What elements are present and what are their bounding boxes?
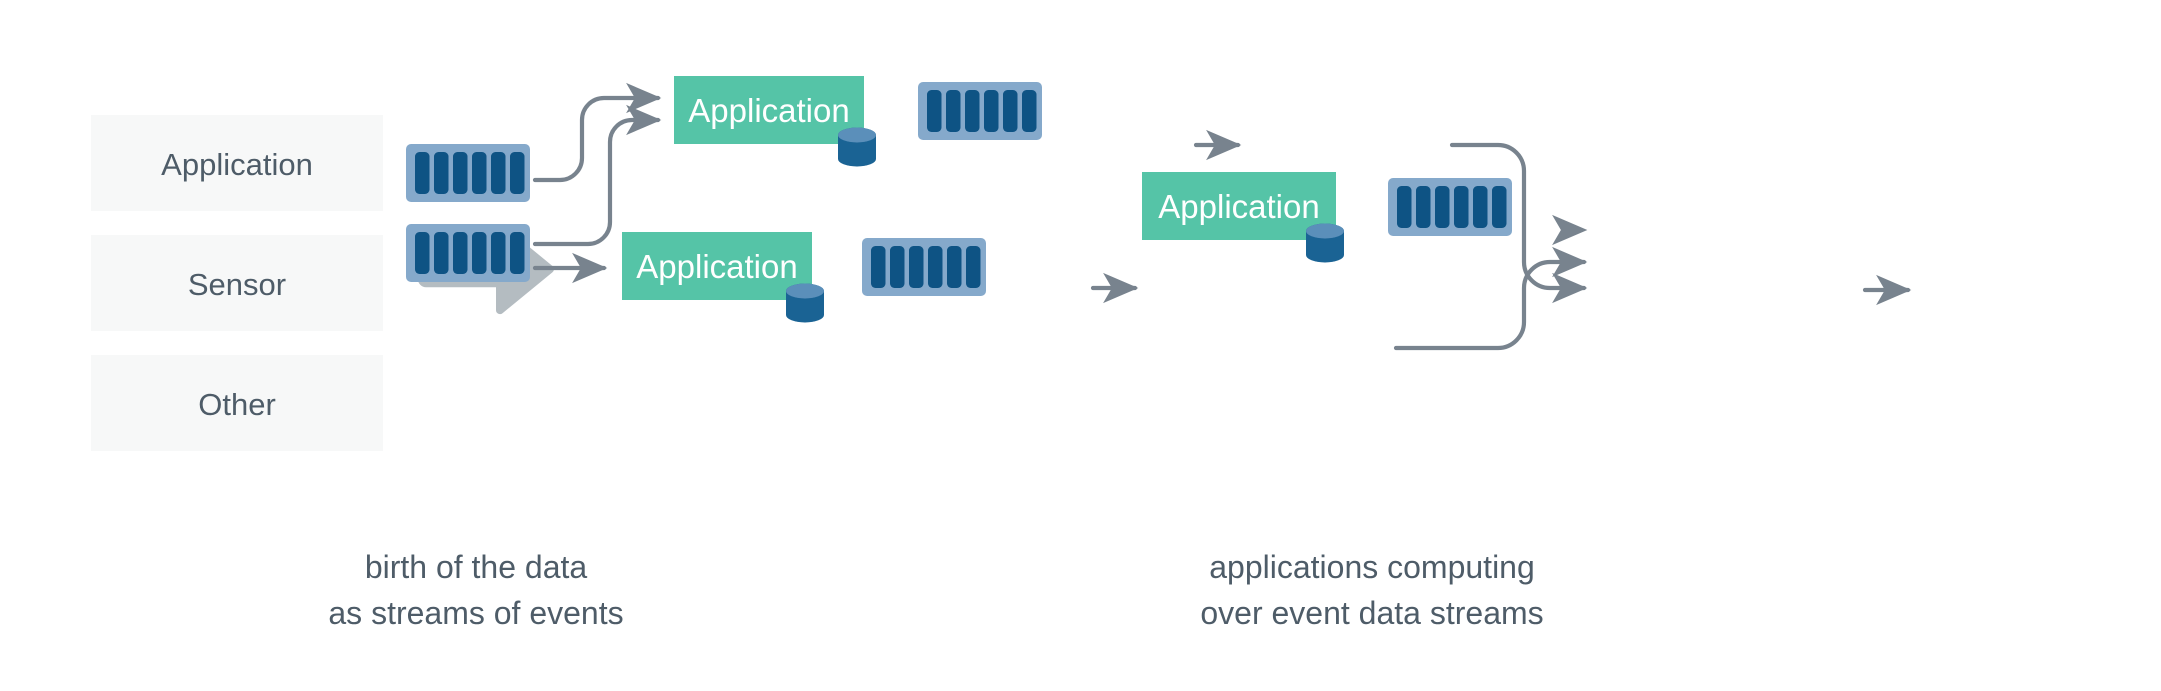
caption-right: applications computing over event data s… — [1200, 549, 1543, 631]
source-item-sensor[interactable]: Sensor — [91, 235, 383, 331]
application-top[interactable]: Application — [674, 76, 876, 167]
source-label-sensor: Sensor — [188, 267, 286, 302]
application-bottom[interactable]: Application — [622, 232, 824, 323]
connector-layer — [532, 82, 1912, 351]
stream-bar — [510, 232, 525, 274]
stream-bar — [966, 246, 981, 288]
stream-bar — [453, 152, 468, 194]
connector-source-top-to-app-top — [532, 82, 662, 183]
stream-bar — [472, 232, 487, 274]
source-label-application: Application — [161, 147, 313, 182]
stream-bar — [1492, 186, 1507, 228]
source-label-other: Other — [198, 387, 276, 422]
application-final[interactable]: Application — [1142, 172, 1344, 263]
stream-app2-output[interactable] — [862, 238, 986, 296]
stream-bar — [1003, 90, 1018, 132]
application-label: Application — [688, 92, 849, 129]
stream-bar — [1397, 186, 1412, 228]
stream-bar — [1473, 186, 1488, 228]
stream-bar — [927, 90, 942, 132]
stream-bar — [1022, 90, 1037, 132]
connector-stream2-to-app-final — [1393, 246, 1588, 351]
stream-source-top[interactable] — [406, 144, 530, 202]
stream-bar — [491, 232, 506, 274]
stream-bar — [1454, 186, 1469, 228]
caption-right-line2: over event data streams — [1200, 595, 1543, 631]
caption-left-line2: as streams of events — [328, 595, 623, 631]
connector-source-bottom-to-app-top — [532, 104, 662, 247]
database-icon — [838, 127, 876, 167]
application-box[interactable] — [1142, 172, 1336, 240]
database-icon — [786, 283, 824, 323]
stream-bar — [434, 152, 449, 194]
stream-bar — [434, 232, 449, 274]
source-box-other[interactable] — [91, 355, 383, 451]
stream-bar — [415, 232, 430, 274]
source-box-application[interactable] — [91, 115, 383, 211]
caption-left: birth of the data as streams of events — [328, 549, 623, 631]
database-icon — [1306, 223, 1344, 263]
application-box[interactable] — [674, 76, 864, 144]
caption-left-line1: birth of the data — [365, 549, 588, 585]
connector-stream1-to-app-final — [1449, 142, 1588, 304]
caption-right-line1: applications computing — [1209, 549, 1535, 585]
source-item-application[interactable]: Application — [91, 115, 383, 211]
stream-bar — [491, 152, 506, 194]
stream-bar — [965, 90, 980, 132]
stream-bar — [472, 152, 487, 194]
stream-app1-output[interactable] — [918, 82, 1042, 140]
application-label: Application — [1158, 188, 1319, 225]
application-label: Application — [636, 248, 797, 285]
stream-source-bottom[interactable] — [406, 224, 530, 282]
stream-bar — [947, 246, 962, 288]
stream-bar — [946, 90, 961, 132]
stream-bar — [415, 152, 430, 194]
stream-bar — [890, 246, 905, 288]
stream-bar — [909, 246, 924, 288]
stream-app3-output[interactable] — [1388, 178, 1512, 236]
stream-bar — [928, 246, 943, 288]
stream-bar — [510, 152, 525, 194]
source-item-other[interactable]: Other — [91, 355, 383, 451]
stream-bar — [1416, 186, 1431, 228]
connector-stream2-to-app-final-helper — [1552, 214, 1588, 246]
application-box[interactable] — [622, 232, 812, 300]
stream-bar — [871, 246, 886, 288]
source-list: Application Sensor Other — [91, 115, 383, 451]
stream-bar — [453, 232, 468, 274]
stream-bar — [984, 90, 999, 132]
stream-bar — [1435, 186, 1450, 228]
source-box-sensor[interactable] — [91, 235, 383, 331]
